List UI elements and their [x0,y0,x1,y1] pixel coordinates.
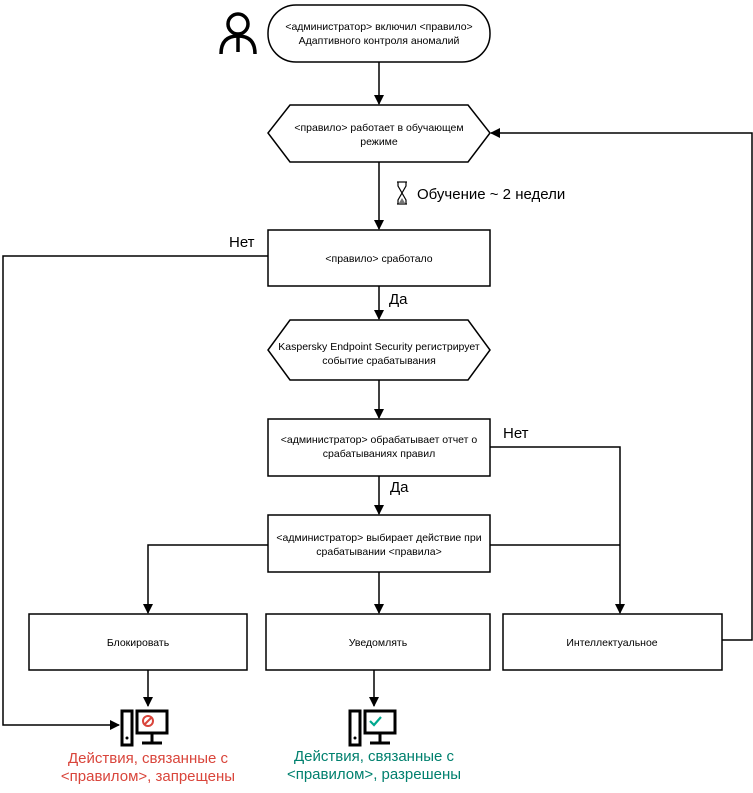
learning-text-1: <правило> работает в обучающем [294,122,463,134]
triggered-node: <правило> сработало [267,229,491,287]
denied-text-1: Действия, связанные с [68,750,229,767]
learning-duration-label: Обучение ~ 2 недели [417,186,565,203]
smart-text: Интеллектуальное [566,637,657,649]
allowed-text-1: Действия, связанные с [294,748,455,765]
process-text-2: срабатываниях правил [323,448,435,460]
denied-text-2: <правилом>, запрещены [61,768,235,785]
register-text-2: событие срабатывания [322,355,436,367]
yes-label-2: Да [390,479,409,496]
hourglass-icon [397,181,407,205]
notify-text: Уведомлять [349,637,408,649]
allowed-text-2: <правилом>, разрешены [287,766,461,783]
block-text: Блокировать [107,637,170,649]
arrow-no-to-denied [2,255,268,730]
block-option: Блокировать [28,613,248,671]
choose-node: <администратор> выбирает действие при ср… [267,514,491,573]
process-text-1: <администратор> обрабатывает отчет о [281,434,478,446]
start-text-1: <администратор> включил <правило> [285,21,472,33]
computer-allowed-icon [348,709,397,747]
register-text-1: Kaspersky Endpoint Security регистрирует [278,341,480,353]
process-node: <администратор> обрабатывает отчет о сра… [267,418,491,477]
arrow-loop-to-learning [490,128,753,641]
arrow-to-block [143,544,268,614]
arrow-no-to-smart [490,446,625,614]
no-label-2: Нет [503,425,529,442]
smart-option: Интеллектуальное [502,613,723,671]
user-icon [219,12,257,55]
start-text-2: Адаптивного контроля аномалий [299,35,460,47]
choose-text-2: срабатывании <правила> [316,546,441,558]
choose-text-1: <администратор> выбирает действие при [276,532,481,544]
learning-node: <правило> работает в обучающем режиме [267,104,491,163]
register-node: Kaspersky Endpoint Security регистрирует… [267,319,491,381]
triggered-text: <правило> сработало [325,253,432,265]
learning-text-2: режиме [360,136,398,148]
yes-label-1: Да [389,291,408,308]
notify-option: Уведомлять [265,613,491,671]
no-label-1: Нет [229,234,255,251]
computer-blocked-icon [120,709,169,747]
start-node: <администратор> включил <правило> Адапти… [267,4,491,63]
